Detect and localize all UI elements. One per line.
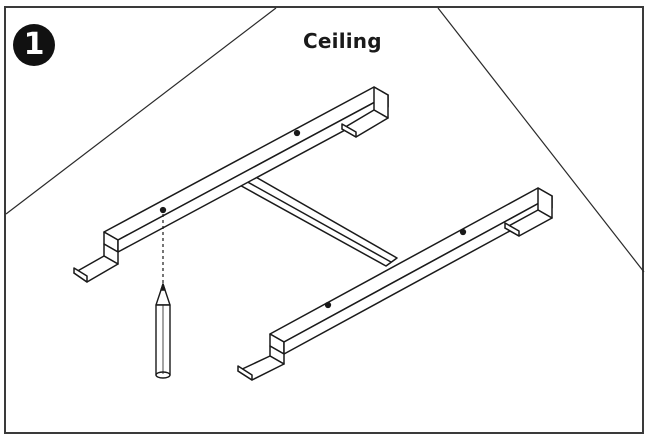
pencil-icon — [155, 283, 171, 379]
screw-hole — [324, 301, 332, 309]
ceiling-line-right — [437, 7, 645, 273]
screw-hole — [159, 206, 167, 214]
ceiling-label: Ceiling — [303, 29, 382, 53]
cross-bar — [235, 175, 398, 267]
left-rail — [73, 86, 389, 283]
ceiling-line-left — [5, 7, 277, 215]
screw-hole — [459, 228, 467, 236]
ceiling-lines — [5, 7, 645, 273]
screw-hole — [293, 129, 301, 137]
right-rail — [237, 187, 553, 381]
step-number-badge: 1 — [13, 24, 55, 66]
